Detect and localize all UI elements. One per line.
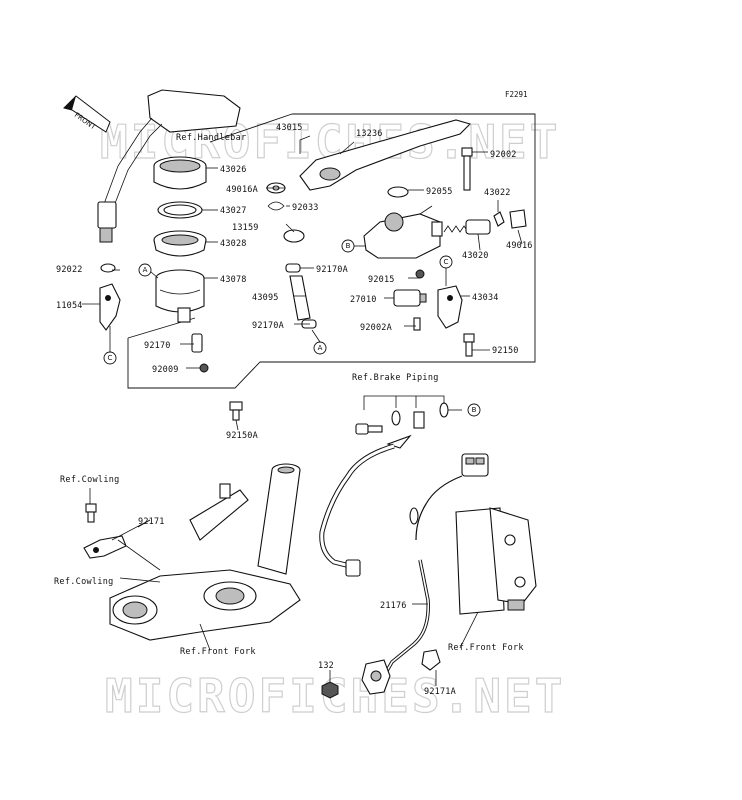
sensor-bolt-icon: [321, 681, 339, 699]
reservoir-cap-icon: [153, 156, 207, 190]
part-92015: 92015: [368, 275, 395, 285]
part-92009: 92009: [152, 365, 179, 375]
svg-text:B: B: [346, 242, 351, 250]
callout-c-clamp-right: C: [439, 255, 453, 269]
svg-text:B: B: [472, 406, 477, 414]
figure-code: F2291: [505, 90, 528, 99]
mirror-icon: [97, 89, 241, 243]
abs-sensor-icon: [361, 659, 391, 695]
banjo-bolt-icon: [355, 423, 383, 435]
part-43034: 43034: [472, 293, 499, 303]
assembly-frame: [127, 113, 536, 389]
snap-ring-icon: [493, 211, 505, 227]
part-92055: 92055: [426, 187, 453, 197]
ref-front-fork-right: Ref.Front Fork: [448, 643, 524, 653]
diaphragm-icon: [153, 230, 207, 257]
part-92171: 92171: [138, 517, 165, 527]
grommet-icon: [409, 507, 419, 525]
steering-stem-icon: [257, 463, 301, 575]
part-43022: 43022: [484, 188, 511, 198]
part-43095: 43095: [252, 293, 279, 303]
callout-b-cylinder: B: [341, 239, 355, 253]
clamp-bolt-icon: [463, 333, 475, 357]
part-21176: 21176: [380, 601, 407, 611]
hose-guide-icon: [83, 535, 127, 559]
hose-end-icon: [345, 559, 361, 577]
screw-icon: [413, 317, 421, 331]
reservoir-hose-icon: [283, 229, 317, 329]
leader-lines-lower-right: [329, 603, 479, 686]
part-13159: 13159: [232, 223, 259, 233]
nut-icon: [415, 269, 425, 279]
part-92171A: 92171A: [424, 687, 456, 697]
part-43027: 43027: [220, 206, 247, 216]
part-27010: 27010: [350, 295, 377, 305]
ref-cowling-top: Ref.Cowling: [60, 475, 120, 485]
reservoir-tank-icon: [155, 269, 205, 323]
part-49016A: 49016A: [226, 185, 258, 195]
part-43026: 43026: [220, 165, 247, 175]
part-11054: 11054: [56, 301, 83, 311]
part-132: 132: [318, 661, 334, 671]
brake-switch-icon: [393, 289, 427, 307]
bracket-bolt-icon: [229, 401, 243, 421]
sensor-clamp-icon: [421, 649, 441, 671]
callout-c-clamp-left: C: [103, 351, 117, 365]
diaphragm-plate-icon: [157, 201, 203, 219]
sensor-connector-icon: [461, 453, 489, 477]
part-43078: 43078: [220, 275, 247, 285]
svg-text:C: C: [108, 354, 113, 362]
ref-handlebar: Ref.Handlebar: [176, 133, 246, 143]
brake-lever-icon: [299, 119, 472, 191]
part-92170A-top: 92170A: [316, 265, 348, 275]
ref-front-fork-left: Ref.Front Fork: [180, 647, 256, 657]
cowling-bolt-icon: [85, 503, 97, 523]
part-92150: 92150: [492, 346, 519, 356]
leader-lines-lower-left: [89, 488, 211, 651]
pivot-bolt-icon: [461, 147, 473, 191]
part-92150A: 92150A: [226, 431, 258, 441]
piping-bracket: [363, 395, 445, 410]
part-92002A: 92002A: [360, 323, 392, 333]
part-92170: 92170: [144, 341, 171, 351]
part-92170A-bottom: 92170A: [252, 321, 284, 331]
part-92022: 92022: [56, 265, 83, 275]
callout-a-reservoir: A: [138, 263, 152, 277]
callout-b-piping: B: [467, 403, 481, 417]
part-49016: 49016: [506, 241, 533, 251]
ref-cowling-bottom: Ref.Cowling: [54, 577, 114, 587]
fork-bracket-icon: [109, 483, 301, 641]
svg-text:A: A: [143, 266, 148, 274]
part-92002: 92002: [490, 150, 517, 160]
part-13236: 13236: [356, 129, 383, 139]
piping-washers-icon: [391, 402, 449, 429]
clamp-icon: [99, 263, 121, 331]
front-arrow-icon: FRONT: [63, 95, 111, 133]
master-cylinder-icon: [363, 205, 443, 259]
dust-boot-icon: [509, 209, 527, 229]
part-43015: 43015: [276, 123, 303, 133]
piston-icon: [443, 219, 491, 235]
callout-a-hose: A: [313, 341, 327, 355]
svg-text:A: A: [318, 344, 323, 352]
part-43028: 43028: [220, 239, 247, 249]
ref-brake-piping: Ref.Brake Piping: [352, 373, 439, 383]
leader-lines-upper: [82, 135, 523, 369]
washer-icon: [266, 182, 286, 211]
hose-clip-icon: [191, 333, 209, 373]
sensor-lead-icon: [415, 475, 463, 541]
o-ring-icon: [387, 186, 409, 198]
holder-clamp-icon: [437, 285, 463, 329]
part-43020: 43020: [462, 251, 489, 261]
part-92033: 92033: [292, 203, 319, 213]
front-fork-icon: [455, 507, 537, 615]
watermark-bottom: MICROFICHES.NET: [105, 669, 565, 723]
svg-text:C: C: [444, 258, 449, 266]
